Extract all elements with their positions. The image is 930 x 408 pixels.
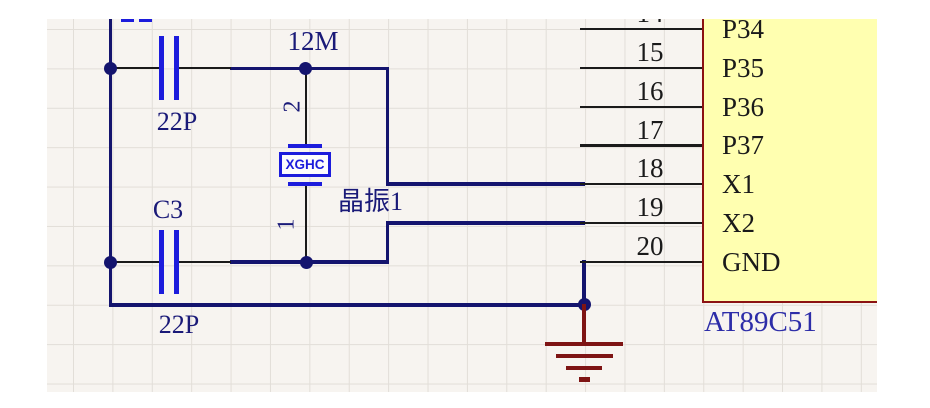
ground-bar <box>578 377 590 382</box>
junction-dot <box>103 255 117 269</box>
wire-bottom-rail <box>108 303 586 307</box>
ground-stub <box>582 304 586 343</box>
wire-x1-horizontal <box>385 182 585 186</box>
junction-dot <box>300 255 314 269</box>
pin-lead <box>178 260 231 264</box>
capacitor-value-label[interactable]: 22P <box>156 107 198 136</box>
capacitor-plate[interactable] <box>174 36 179 100</box>
ic-pin-name: P36 <box>722 91 765 122</box>
ic-pin-line <box>580 182 702 186</box>
junction-dot <box>103 61 117 75</box>
capacitor-plate[interactable] <box>159 36 164 100</box>
ic-pin-line <box>580 105 702 109</box>
ic-pin-number: 16 <box>636 76 664 106</box>
capacitor-designator-label[interactable]: C3 <box>152 195 184 224</box>
junction-dot <box>299 61 313 75</box>
ic-pin-name: P37 <box>722 130 765 160</box>
ground-bar <box>566 366 602 371</box>
cropped-component-dash <box>121 19 134 23</box>
ground-bar <box>555 354 613 359</box>
ic-pin-line <box>580 221 702 225</box>
schematic-canvas: 14 15 16 17 18 19 20 P34 P35 P36 P37 X1 … <box>47 19 877 392</box>
crystal-name-label[interactable]: 晶振1 <box>338 187 404 216</box>
crystal-plate[interactable] <box>288 181 322 186</box>
wire-left-vertical <box>108 19 112 307</box>
ground-bar <box>545 342 623 347</box>
ic-at89c51-body[interactable] <box>702 19 877 303</box>
ic-pin-number: 14 <box>620 19 680 28</box>
wire-x2-horizontal <box>385 221 585 225</box>
ic-pin-name: P35 <box>722 52 765 83</box>
pin-lead <box>178 66 231 70</box>
pin-lead <box>110 260 159 264</box>
crystal-pin-number: 1 <box>273 218 300 231</box>
wire-x1-vertical <box>385 66 389 186</box>
ic-pin-number: 18 <box>636 153 664 183</box>
crystal-frequency-label[interactable]: 12M <box>287 26 339 56</box>
capacitor-plate[interactable] <box>174 230 179 294</box>
wire-x2-vertical <box>385 221 389 264</box>
ic-pin-number: 17 <box>636 114 664 145</box>
ic-pin-name: X1 <box>722 168 755 199</box>
ic-pin-line <box>580 144 702 147</box>
ic-pin-number: 15 <box>636 37 664 67</box>
ic-pin-line <box>580 260 702 264</box>
cropped-component-dash <box>139 19 152 23</box>
capacitor-value-label[interactable]: 22P <box>158 310 200 339</box>
crystal-pin <box>304 69 308 145</box>
crystal-plate[interactable] <box>288 143 322 148</box>
ic-pin-name: X2 <box>722 207 755 238</box>
wire-gnd-vertical <box>582 260 586 307</box>
capacitor-plate[interactable] <box>159 230 164 294</box>
ground-symbol[interactable] <box>544 304 624 386</box>
pin-lead <box>110 66 159 70</box>
ic-pin-name: P34 <box>722 19 765 44</box>
ic-pin-number: 19 <box>636 192 664 222</box>
ic-designator-label[interactable]: AT89C51 <box>704 306 817 338</box>
crystal-body[interactable]: XGHC <box>279 152 331 177</box>
ic-pin-line <box>580 27 702 31</box>
ic-pin-number: 20 <box>636 231 664 261</box>
crystal-pin <box>304 185 308 263</box>
crystal-pin-number: 2 <box>279 100 306 113</box>
ic-pin-line <box>580 66 702 70</box>
ic-pin-name: GND <box>722 246 781 277</box>
